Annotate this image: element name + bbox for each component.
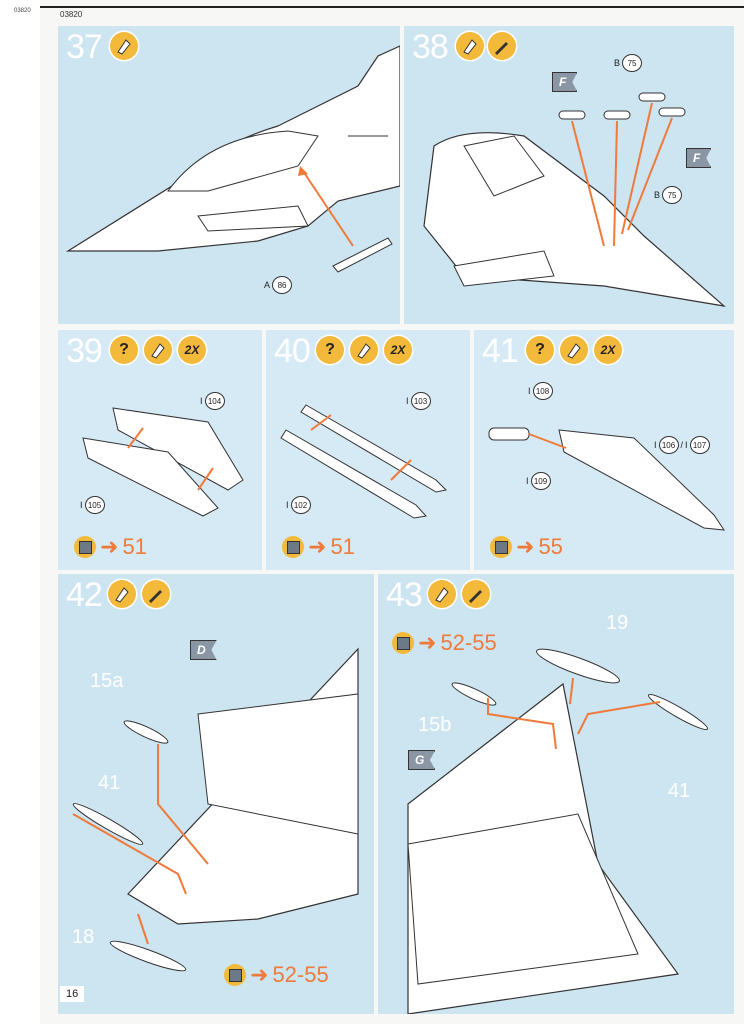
- box-icon: [392, 632, 414, 654]
- header-rule: [40, 6, 744, 8]
- glue-icon: [560, 336, 588, 364]
- page-left-strip: 03820: [0, 0, 40, 1024]
- multiplier-badge: 2X: [594, 336, 622, 364]
- glue-icon: [144, 336, 172, 364]
- step-42-panel: 42 15a 41 18 D ➜52-55: [58, 574, 374, 1014]
- goto-step: ➜52-55: [392, 630, 497, 656]
- step-number: 38: [412, 28, 449, 66]
- glue-icon: [110, 32, 138, 60]
- glue-icon: [350, 336, 378, 364]
- page-code: 03820: [60, 10, 83, 19]
- missile-body-drawing: [280, 404, 448, 519]
- step-number: 39: [66, 332, 103, 370]
- decal-flag-g: G: [408, 750, 436, 770]
- multiplier-badge: 2X: [384, 336, 412, 364]
- part-label-41: 41: [98, 772, 121, 794]
- part-label-19: 19: [606, 612, 629, 634]
- step-43-panel: 43 19 15b 41 G ➜52-55: [378, 574, 734, 1014]
- question-icon: ?: [316, 336, 344, 364]
- question-icon: ?: [110, 336, 138, 364]
- fuselage-nose-drawing: [65, 45, 400, 273]
- step-number: 43: [386, 576, 423, 614]
- strip-code: 03820: [14, 8, 31, 14]
- glue-icon: [456, 32, 484, 60]
- page-number: 16: [60, 986, 85, 1002]
- part-label-18: 18: [72, 926, 95, 948]
- box-icon: [282, 536, 304, 558]
- step-number: 40: [274, 332, 311, 370]
- box-icon: [490, 536, 512, 558]
- wing-underside-drawing: [407, 648, 709, 1014]
- wing-underside-drawing: [72, 647, 359, 972]
- goto-step: ➜52-55: [224, 962, 329, 988]
- step-number: 42: [66, 576, 103, 614]
- paint-brush-icon: [142, 580, 170, 608]
- part-label-15b: 15b: [418, 714, 452, 736]
- part-label-15a: 15a: [90, 670, 124, 692]
- drop-tank-drawing: [488, 427, 726, 531]
- fuselage-nose-drawing: [423, 92, 726, 307]
- goto-step: ➜55: [490, 534, 563, 560]
- goto-step: ➜51: [282, 534, 355, 560]
- step-number: 41: [482, 332, 519, 370]
- paint-brush-icon: [462, 580, 490, 608]
- goto-step: ➜51: [74, 534, 147, 560]
- box-icon: [74, 536, 96, 558]
- question-icon: ?: [526, 336, 554, 364]
- box-icon: [224, 964, 246, 986]
- part-label-41: 41: [668, 780, 691, 802]
- paint-brush-icon: [488, 32, 516, 60]
- multiplier-badge: 2X: [178, 336, 206, 364]
- missile-fin-drawing: [82, 407, 244, 517]
- step-number: 37: [66, 28, 103, 66]
- glue-icon: [108, 580, 136, 608]
- glue-icon: [428, 580, 456, 608]
